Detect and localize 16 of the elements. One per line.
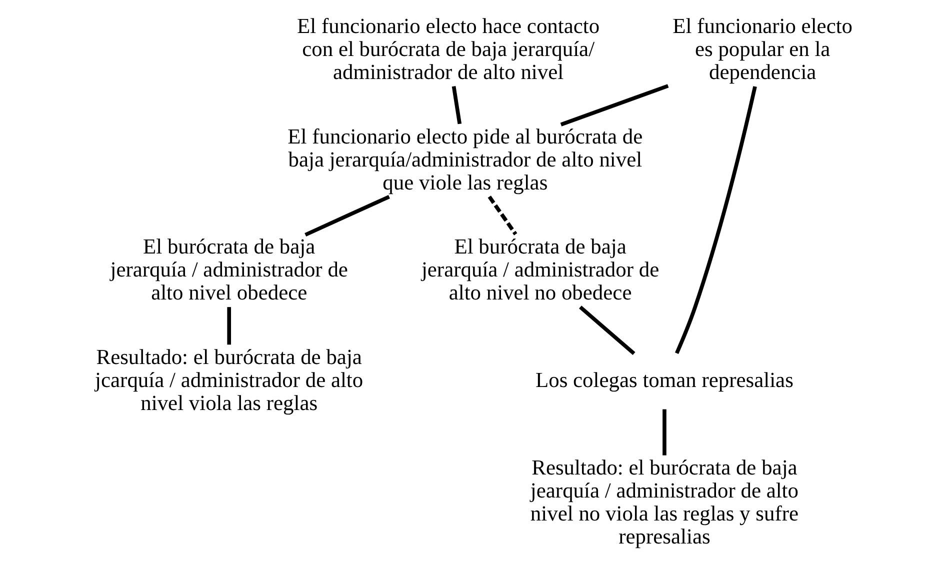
connector xyxy=(578,306,635,355)
connector xyxy=(662,409,666,456)
node-text: Resultado: el burócrata de baja jcarquía / administrador de alto nivel viola las reglas xyxy=(94,345,363,416)
connector xyxy=(451,86,462,124)
connector xyxy=(674,86,756,354)
node-text: Resultado: el burócrata de baja jearquía / administrador de alto nivel no viola las reglas y sufre represalias xyxy=(530,455,798,548)
connector xyxy=(487,196,517,236)
node-text: El burócrata de baja jerarquía / administrador de alto nivel obedece xyxy=(110,234,348,305)
connector xyxy=(304,194,390,237)
node-text: El funcionario electo es popular en la dependencia xyxy=(672,14,852,84)
node-text: El funcionario electo hace contacto con el burócrata de baja jerarquía/ administrador de alto nivel xyxy=(296,14,600,84)
connector xyxy=(560,84,668,126)
node-text: Los colegas toman represalias xyxy=(535,368,793,392)
node-text: El funcionario electo pide al burócrata de baja jerarquía/administrador de alto nivel que viole las reglas xyxy=(287,124,642,194)
node-text: El burócrata de baja jerarquía / administrador de alto nivel no obedece xyxy=(420,234,659,305)
connector xyxy=(226,307,231,345)
